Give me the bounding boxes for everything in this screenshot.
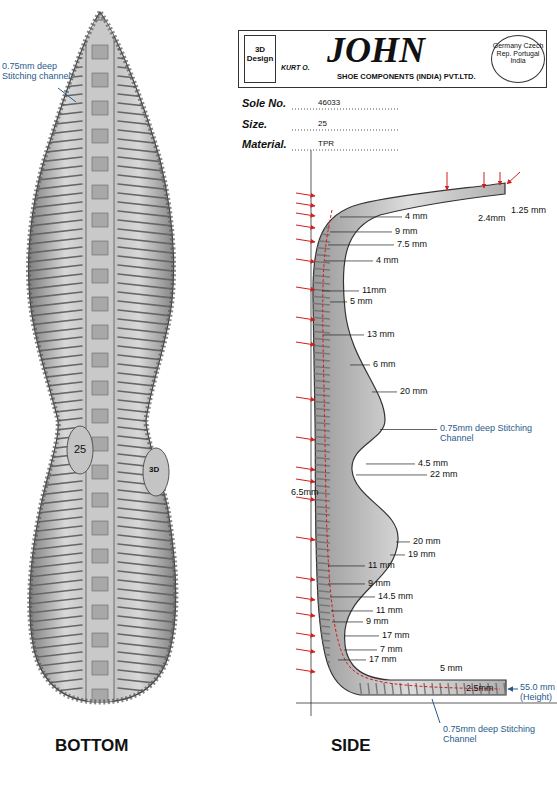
dimension-label: 17 mm [382,631,410,641]
note-label: 0.75mm deep Stitching Channel [443,725,543,745]
company-name: KURT O. [281,64,310,72]
field-label: Size. [242,118,267,130]
dimension-label: 20 mm [400,387,428,397]
note-label: 55.0 mm (Height) [520,683,556,703]
dimension-label: 20 mm [413,537,441,547]
dimension-label: 4.5 mm [418,459,448,469]
logo-box: KURT O. JOHN SHOE COMPONENTS (INDIA) PVT.L… [238,30,547,88]
country-oval: Germany Czech Rep. Portugal India [491,35,545,83]
dimension-label: 2.5mm [466,684,494,694]
dimension-label: 11 mm [376,606,403,616]
dimension-label: 11 mm [368,561,395,571]
dimension-label: 14.5 mm [378,592,413,602]
dimension-label: 5 mm [440,664,463,674]
field-value: TPR [318,140,334,149]
dimension-label: 4 mm [405,212,428,222]
field-label: Sole No. [242,97,286,109]
view-title: BOTTOM [55,737,128,756]
sole-marking: 25 [74,443,86,455]
dimension-label: 7.5 mm [397,240,427,250]
dimension-label: 9 mm [395,227,418,237]
dimension-label: 2.4mm [478,214,506,224]
dimension-label: 5 mm [350,297,373,307]
dimension-label: 9 mm [366,617,389,627]
dimension-label: 6.5mm [291,488,319,498]
dimension-label: 9 mm [368,579,391,589]
dimension-label: 4 mm [376,256,399,266]
dimension-label: 7 mm [380,645,403,655]
note-label: 0.75mm deep Stitching channel [2,62,94,82]
company-logo: JOHN [327,31,425,71]
sole-marking: 3D [149,466,159,475]
field-label: Material. [242,138,287,150]
company-name: SHOE COMPONENTS (INDIA) PVT.LTD. [337,73,476,81]
dimension-label: 1.25 mm [511,206,546,216]
dimension-label: 19 mm [408,550,436,560]
dimension-label: 13 mm [367,330,395,340]
dimension-label: 6 mm [373,360,396,370]
dimension-label: 11mm [362,286,386,296]
logo-text: 3D Design [245,46,275,64]
dimension-label: 22 mm [430,470,458,480]
logo-text: Germany Czech Rep. Portugal India [492,42,544,65]
view-title: SIDE [331,737,371,756]
field-value: 46033 [318,99,340,108]
field-value: 25 [318,120,327,129]
dimension-label: 17 mm [369,655,397,665]
logo-badge: 3D Design [244,35,276,83]
note-label: 0.75mm deep Stitching Channel [440,424,540,444]
